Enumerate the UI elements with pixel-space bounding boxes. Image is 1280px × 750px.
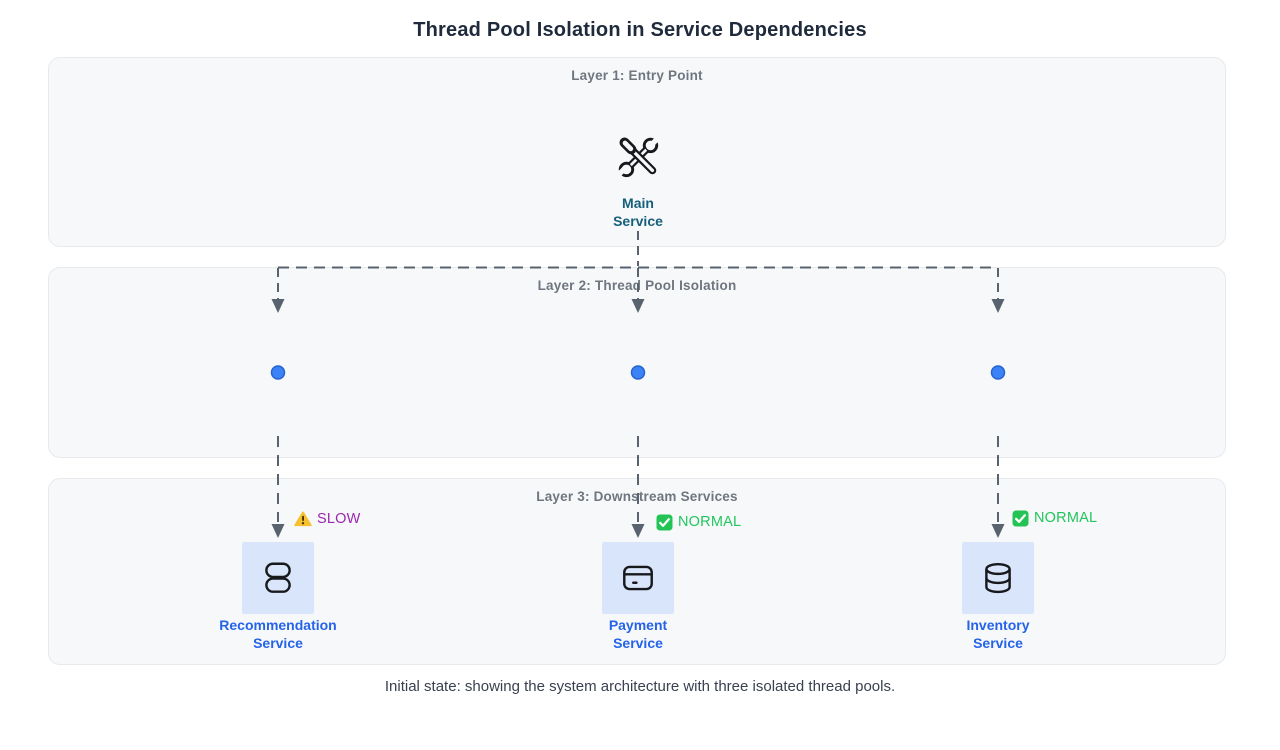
inventory-label-line2: Service xyxy=(973,635,1023,651)
inventory-status-badge: NORMAL xyxy=(1012,509,1097,527)
database-icon xyxy=(985,562,1011,594)
credit-card-icon xyxy=(623,565,653,591)
recommendation-service-label: Recommendation Service xyxy=(188,616,368,652)
inventory-service-label: Inventory Service xyxy=(908,616,1088,652)
payment-label-line1: Payment xyxy=(608,617,668,633)
main-service-label-line1: Main xyxy=(622,195,654,211)
diagram-caption: Initial state: showing the system archit… xyxy=(384,678,896,695)
check-icon xyxy=(656,514,673,530)
check-icon xyxy=(1012,510,1029,526)
main-service-label-line2: Service xyxy=(613,213,663,229)
layer-1-title: Layer 1: Entry Point xyxy=(571,68,703,83)
payment-label-line2: Service xyxy=(613,635,663,651)
recommendation-label-line2: Service xyxy=(253,635,303,651)
stack-icon xyxy=(265,562,291,593)
recommendation-service-node xyxy=(242,542,314,614)
warning-icon xyxy=(294,511,312,527)
tools-icon xyxy=(614,133,663,179)
payment-status-badge: NORMAL xyxy=(656,513,741,531)
payment-status-text: NORMAL xyxy=(678,514,742,530)
diagram-title: Thread Pool Isolation in Service Depende… xyxy=(413,19,867,41)
payment-service-node xyxy=(602,542,674,614)
recommendation-label-line1: Recommendation xyxy=(219,617,337,633)
recommendation-status-text: SLOW xyxy=(317,511,361,527)
inventory-label-line1: Inventory xyxy=(966,617,1030,633)
recommendation-status-badge: SLOW xyxy=(294,510,361,528)
payment-service-label: Payment Service xyxy=(548,616,728,652)
inventory-service-node xyxy=(962,542,1034,614)
layer-2-title: Layer 2: Thread Pool Isolation xyxy=(537,278,737,293)
layer-2-thread-pool-box: Layer 2: Thread Pool Isolation xyxy=(48,267,1226,458)
inventory-status-text: NORMAL xyxy=(1034,510,1098,526)
main-service-label: Main Service xyxy=(578,194,698,230)
layer-3-title: Layer 3: Downstream Services xyxy=(536,489,738,504)
